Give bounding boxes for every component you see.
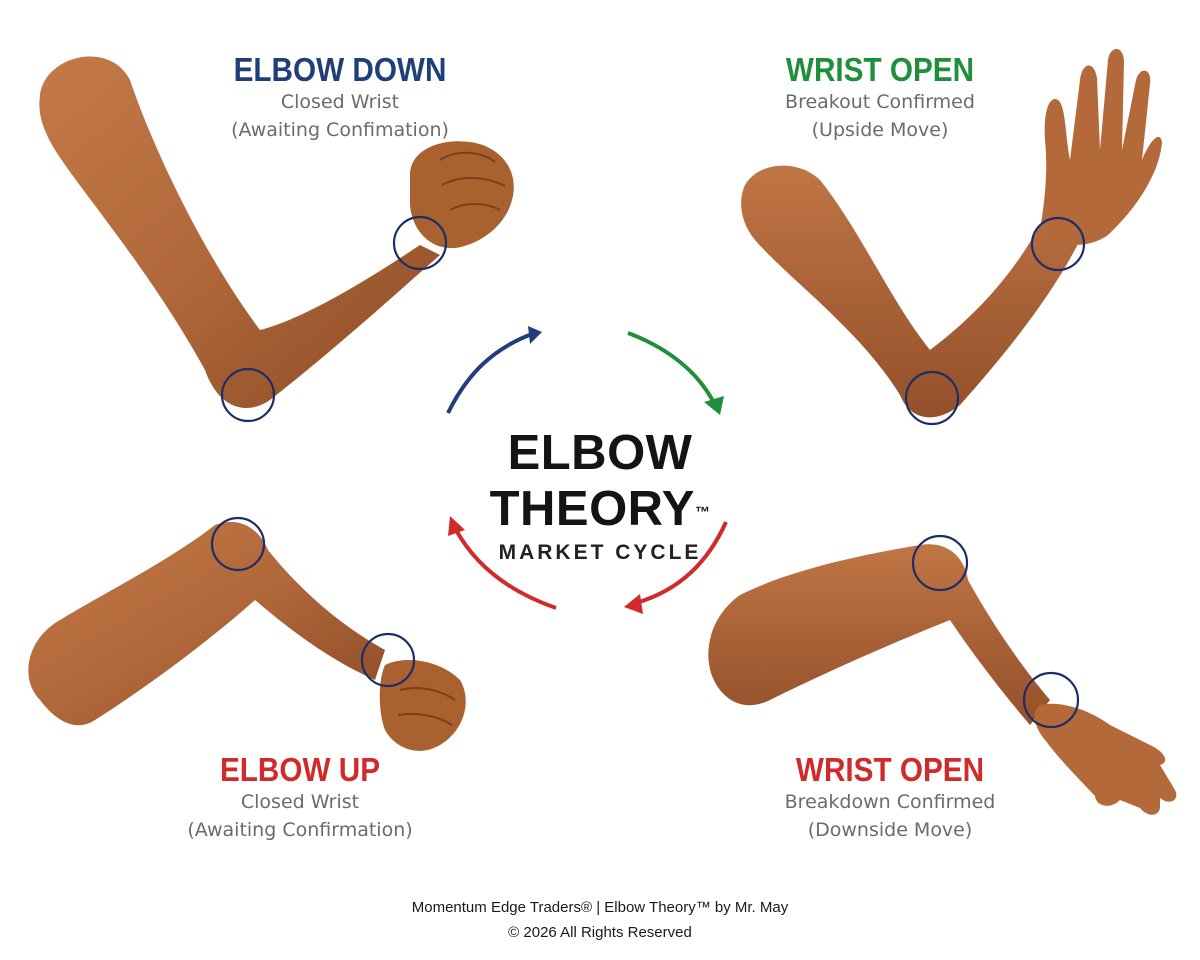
fist-icon: [410, 141, 514, 248]
quadrant-line1: Closed Wrist: [170, 88, 510, 116]
quadrant-line1: Breakout Confirmed: [730, 88, 1030, 116]
label-wrist-open-up: WRIST OPEN Breakout Confirmed (Upside Mo…: [730, 52, 1030, 144]
footer-credit: Momentum Edge Traders® | Elbow Theory™ b…: [300, 895, 900, 920]
quadrant-line2: (Awaiting Confirmation): [140, 816, 460, 844]
quadrant-title: ELBOW DOWN: [187, 52, 493, 88]
quadrant-title: WRIST OPEN: [773, 752, 1007, 788]
open-hand-icon: [1040, 49, 1162, 245]
arrow-red-head: [624, 594, 643, 614]
label-elbow-down: ELBOW DOWN Closed Wrist (Awaiting Confim…: [170, 52, 510, 144]
arrow-green-icon: [628, 333, 714, 403]
trademark-mark: ™: [695, 504, 711, 521]
label-wrist-open-down: WRIST OPEN Breakdown Confirmed (Downside…: [760, 752, 1020, 844]
quadrant-title: WRIST OPEN: [745, 52, 1015, 88]
main-title-text: ELBOW THEORY: [490, 426, 695, 536]
footer: Momentum Edge Traders® | Elbow Theory™ b…: [300, 895, 900, 945]
main-subtitle: MARKET CYCLE: [400, 541, 800, 565]
quadrant-line2: (Downside Move): [760, 816, 1020, 844]
arrow-blue-head: [528, 326, 542, 344]
center-title-block: ELBOW THEORY™ MARKET CYCLE: [400, 425, 800, 565]
fist-icon: [380, 660, 466, 751]
quadrant-line1: Breakdown Confirmed: [760, 788, 1020, 816]
quadrant-line2: (Awaiting Confimation): [170, 116, 510, 144]
open-hand-icon: [1035, 704, 1177, 815]
arm-icon: [741, 166, 1080, 418]
quadrant-title: ELBOW UP: [156, 752, 444, 788]
footer-copyright: © 2026 All Rights Reserved: [300, 920, 900, 945]
main-title: ELBOW THEORY™: [400, 425, 800, 537]
arrow-blue-icon: [448, 334, 532, 413]
quadrant-line2: (Upside Move): [730, 116, 1030, 144]
arm-icon: [28, 522, 385, 725]
label-elbow-up: ELBOW UP Closed Wrist (Awaiting Confirma…: [140, 752, 460, 844]
arm-icon: [708, 544, 1050, 725]
quadrant-line1: Closed Wrist: [140, 788, 460, 816]
